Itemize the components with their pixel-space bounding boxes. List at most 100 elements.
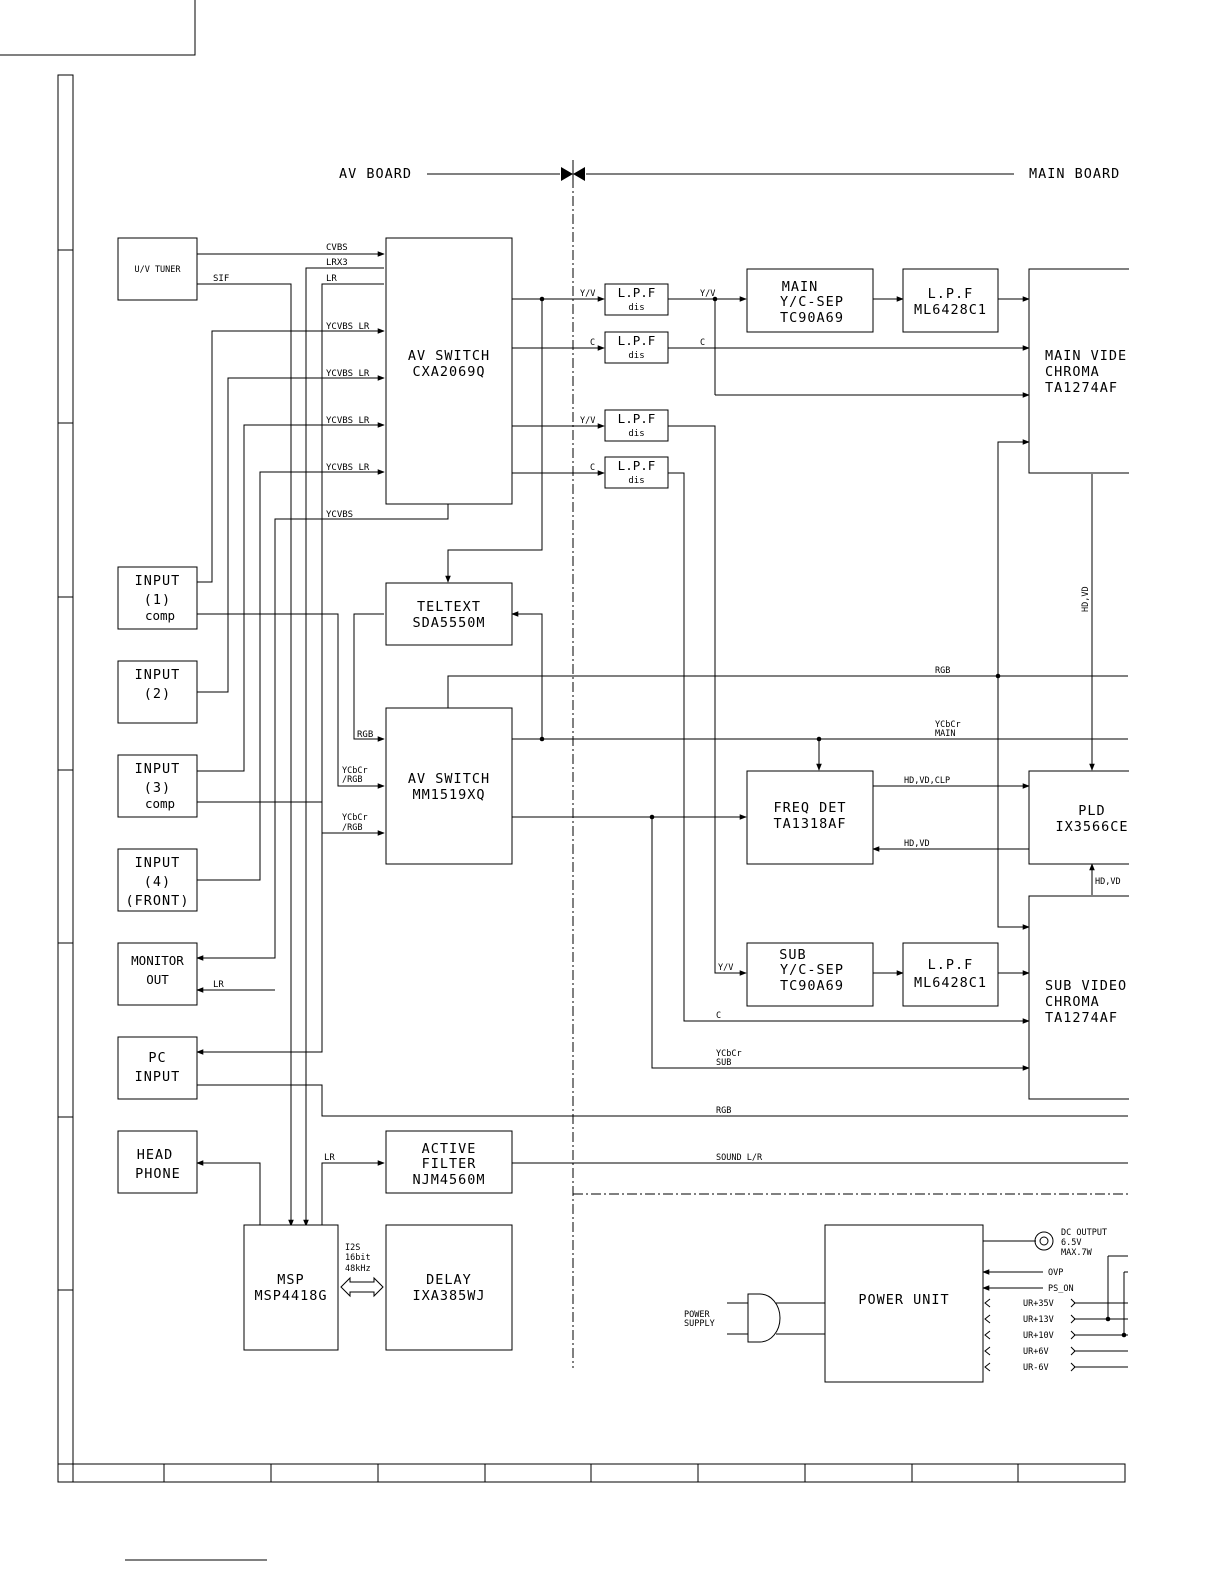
svg-text:MAIN: MAIN xyxy=(935,729,955,739)
lpf-dis-block-2: L.P.F dis xyxy=(604,331,669,364)
av-switch-cxa2069q-block: AV SWITCH CXA2069Q xyxy=(385,237,513,505)
svg-text:C: C xyxy=(700,338,705,348)
svg-text:UR+6V: UR+6V xyxy=(1023,1347,1049,1357)
svg-text:MSP: MSP xyxy=(277,1272,304,1288)
signal-labels: CVBS LRX3 LR SIF YCVBS LR YCVBS LR YCVBS… xyxy=(213,243,1121,1274)
svg-text:ACTIVE: ACTIVE xyxy=(422,1141,477,1157)
svg-text:MAX.7W: MAX.7W xyxy=(1061,1248,1093,1258)
svg-text:C: C xyxy=(590,338,595,348)
svg-text:TA1274AF: TA1274AF xyxy=(1045,1010,1118,1026)
svg-text:MM1519XQ: MM1519XQ xyxy=(412,787,485,803)
svg-text:C: C xyxy=(716,1011,721,1021)
pld-block: PLD IX3566CE xyxy=(1028,770,1140,865)
svg-text:SUB VIDEO: SUB VIDEO xyxy=(1045,978,1127,994)
headphone-block: HEAD PHONE xyxy=(117,1130,198,1194)
power-labels: POWER SUPPLY DC OUTPUT 6.5V MAX.7W OVP P… xyxy=(684,1228,1107,1373)
svg-text:TC90A69: TC90A69 xyxy=(780,978,844,994)
svg-text:LR: LR xyxy=(324,1153,335,1163)
svg-text:/RGB: /RGB xyxy=(342,823,362,833)
page-frame xyxy=(0,0,1126,1561)
svg-text:PC: PC xyxy=(148,1050,166,1066)
teltext-block: TELTEXT SDA5550M xyxy=(385,582,513,646)
svg-text:UR+35V: UR+35V xyxy=(1023,1299,1054,1309)
power-unit-block: POWER UNIT xyxy=(824,1224,984,1383)
main-video-chroma-block: MAIN VIDE CHROMA TA1274AF xyxy=(1028,268,1140,474)
svg-text:YCbCr: YCbCr xyxy=(342,813,368,823)
svg-text:MAIN VIDE: MAIN VIDE xyxy=(1045,348,1127,364)
signal-wires xyxy=(196,251,1128,1372)
svg-text:comp: comp xyxy=(145,608,175,623)
svg-text:PS_ON: PS_ON xyxy=(1048,1284,1074,1294)
lpf-dis-block-3: L.P.F dis xyxy=(604,409,669,442)
av-switch-mm1519xq-block: AV SWITCH MM1519XQ xyxy=(385,707,513,865)
svg-text:TC90A69: TC90A69 xyxy=(780,310,844,326)
svg-text:TA1274AF: TA1274AF xyxy=(1045,380,1118,396)
svg-text:dis: dis xyxy=(628,476,644,486)
svg-text:Y/V: Y/V xyxy=(580,416,595,426)
svg-text:Y/V: Y/V xyxy=(718,963,733,973)
svg-text:RGB: RGB xyxy=(716,1106,731,1116)
svg-text:SUB: SUB xyxy=(779,947,806,963)
svg-text:INPUT: INPUT xyxy=(135,1069,181,1085)
svg-text:SDA5550M: SDA5550M xyxy=(412,615,485,631)
svg-text:L.P.F: L.P.F xyxy=(928,286,974,302)
svg-text:YCVBS LR: YCVBS LR xyxy=(326,416,370,426)
svg-text:POWER UNIT: POWER UNIT xyxy=(858,1292,949,1308)
svg-text:Y/V: Y/V xyxy=(700,289,715,299)
svg-text:IXA385WJ: IXA385WJ xyxy=(412,1288,485,1304)
svg-text:SUPPLY: SUPPLY xyxy=(684,1319,715,1329)
svg-text:SOUND L/R: SOUND L/R xyxy=(716,1153,763,1163)
svg-text:TELTEXT: TELTEXT xyxy=(417,599,481,615)
svg-text:INPUT: INPUT xyxy=(135,855,181,871)
lpf-dis-block-4: L.P.F dis xyxy=(604,456,669,489)
monitor-out-block: MONITOR OUT xyxy=(117,942,198,1006)
svg-text:L.P.F: L.P.F xyxy=(618,458,656,473)
svg-text:Y/C-SEP: Y/C-SEP xyxy=(780,962,844,978)
svg-text:OVP: OVP xyxy=(1048,1268,1063,1278)
svg-text:NJM4560M: NJM4560M xyxy=(412,1172,485,1188)
svg-text:L.P.F: L.P.F xyxy=(618,333,656,348)
svg-text:CHROMA: CHROMA xyxy=(1045,364,1100,380)
svg-text:HEAD: HEAD xyxy=(137,1147,174,1163)
main-lpf-ml6428-block: L.P.F ML6428C1 xyxy=(902,268,999,333)
svg-text:48kHz: 48kHz xyxy=(345,1264,371,1274)
svg-text:CVBS: CVBS xyxy=(326,243,348,253)
delay-block: DELAY IXA385WJ xyxy=(385,1224,513,1351)
svg-text:dis: dis xyxy=(628,429,644,439)
svg-text:HD,VD: HD,VD xyxy=(904,839,930,849)
svg-text:I2S: I2S xyxy=(345,1243,360,1253)
uv-tuner-block: U/V TUNER xyxy=(117,237,198,301)
svg-text:POWER: POWER xyxy=(684,1310,710,1320)
svg-text:YCVBS LR: YCVBS LR xyxy=(326,369,370,379)
svg-text:16bit: 16bit xyxy=(345,1253,371,1263)
svg-text:SIF: SIF xyxy=(213,274,229,284)
svg-text:LRX3: LRX3 xyxy=(326,258,348,268)
svg-text:HD,VD: HD,VD xyxy=(1081,586,1091,612)
svg-text:HD,VD,CLP: HD,VD,CLP xyxy=(904,776,950,786)
svg-text:MSP4418G: MSP4418G xyxy=(254,1288,327,1304)
svg-text:YCbCr: YCbCr xyxy=(342,766,368,776)
sub-lpf-ml6428-block: L.P.F ML6428C1 xyxy=(902,942,999,1007)
svg-text:IX3566CE: IX3566CE xyxy=(1055,819,1128,835)
svg-text:RGB: RGB xyxy=(935,666,950,676)
sub-video-chroma-block: SUB VIDEO CHROMA TA1274AF xyxy=(1028,895,1140,1100)
svg-text:(2): (2) xyxy=(144,686,171,702)
svg-text:TA1318AF: TA1318AF xyxy=(773,816,846,832)
svg-text:CXA2069Q: CXA2069Q xyxy=(412,364,485,380)
svg-text:UR-6V: UR-6V xyxy=(1023,1363,1049,1373)
msp-block: MSP MSP4418G xyxy=(243,1224,339,1351)
svg-text:YCbCr: YCbCr xyxy=(716,1049,742,1059)
svg-text:U/V TUNER: U/V TUNER xyxy=(134,265,181,275)
svg-text:OUT: OUT xyxy=(146,972,169,987)
svg-text:6.5V: 6.5V xyxy=(1061,1238,1081,1248)
svg-text:/RGB: /RGB xyxy=(342,775,362,785)
input-1-block: INPUT (1) comp xyxy=(117,566,198,630)
svg-text:DC OUTPUT: DC OUTPUT xyxy=(1061,1228,1107,1238)
svg-text:(1): (1) xyxy=(144,592,171,608)
svg-text:ML6428C1: ML6428C1 xyxy=(914,975,987,991)
svg-text:UR+13V: UR+13V xyxy=(1023,1315,1054,1325)
svg-text:YCbCr: YCbCr xyxy=(935,720,961,730)
main-yc-sep-block: MAIN Y/C-SEP TC90A69 xyxy=(746,268,874,333)
svg-text:INPUT: INPUT xyxy=(135,761,181,777)
lpf-dis-block-1: L.P.F dis xyxy=(604,283,669,316)
